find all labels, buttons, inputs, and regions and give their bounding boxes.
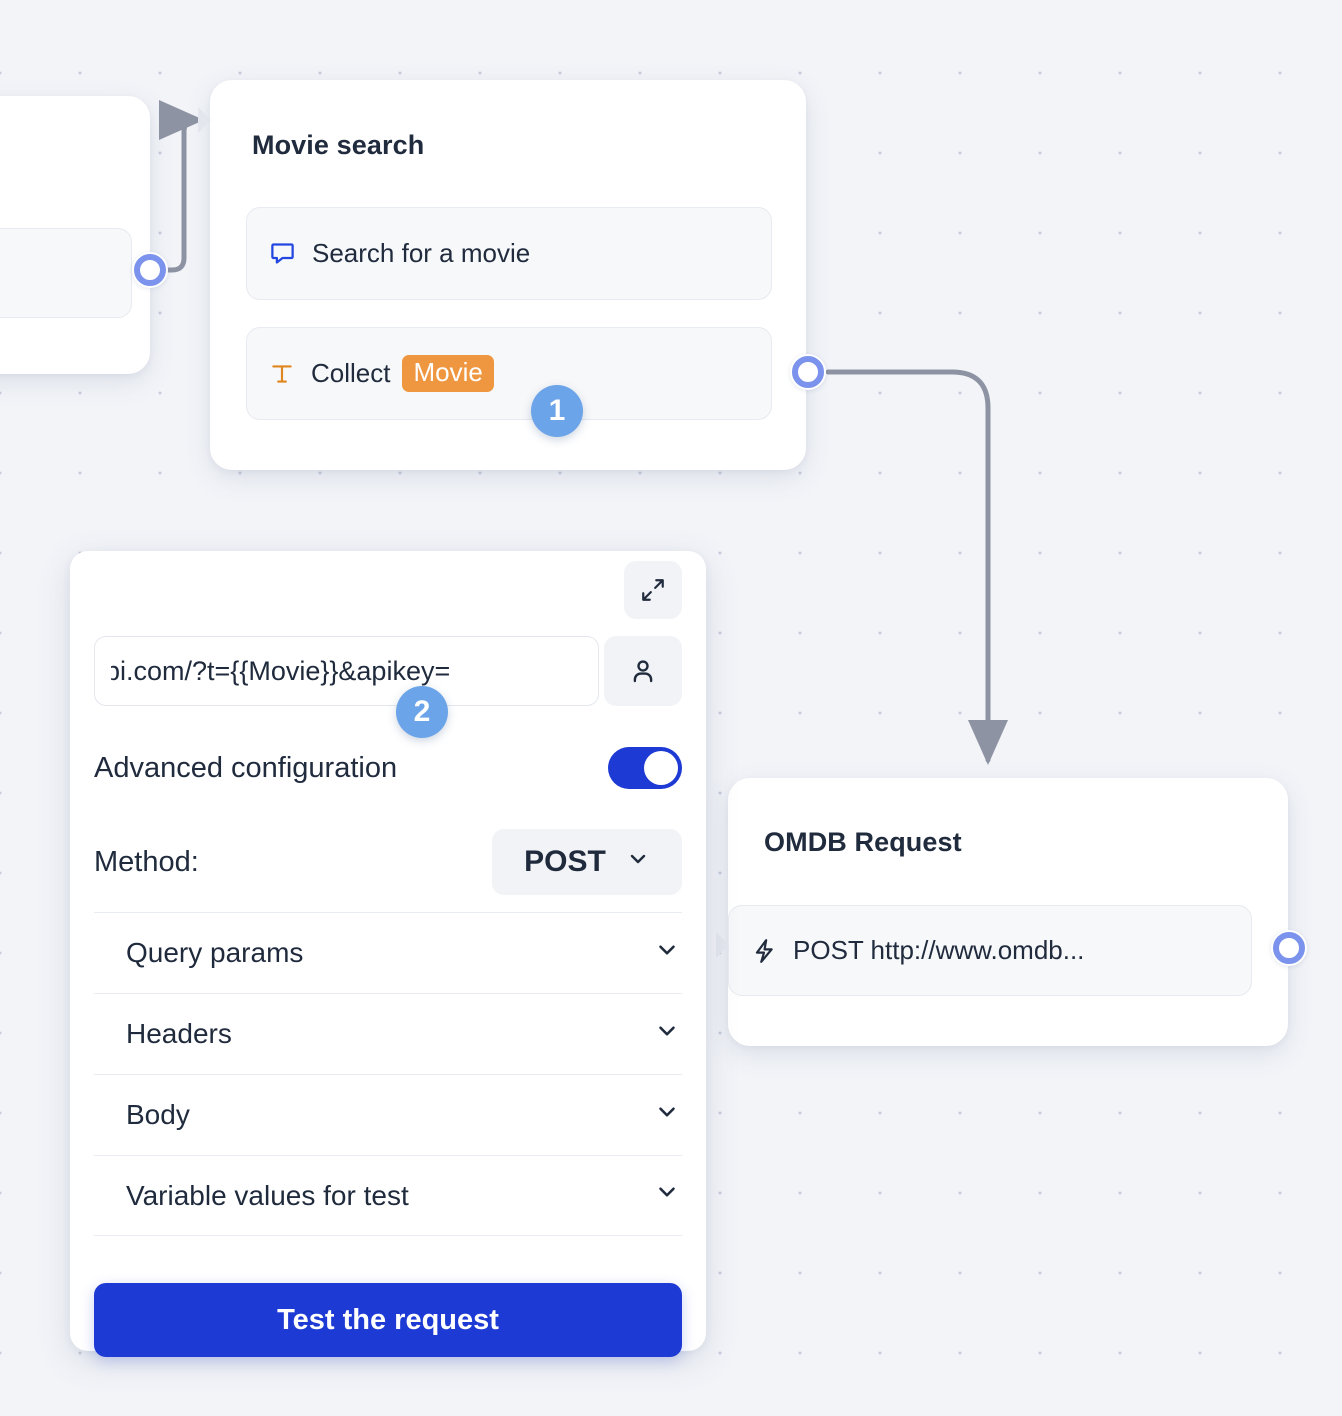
omdb-request-title: OMDB Request: [764, 827, 962, 857]
request-url-input[interactable]: [94, 636, 599, 706]
method-label: Method:: [94, 845, 199, 878]
port-movie-search-output[interactable]: [790, 354, 826, 390]
accordion-headers-label: Headers: [126, 1018, 232, 1049]
accordion-list: Query params Headers Body: [94, 912, 682, 1236]
omdb-request-row-label: POST http://www.omdb...: [793, 935, 1085, 965]
chevron-down-icon: [654, 1018, 680, 1051]
accordion-query-params[interactable]: Query params: [94, 912, 682, 993]
accordion-query-params-label: Query params: [126, 937, 304, 968]
advanced-configuration-toggle[interactable]: [608, 747, 682, 789]
speech-bubble-icon: [269, 240, 296, 267]
accordion-headers[interactable]: Headers: [94, 993, 682, 1074]
lightning-bolt-icon: [751, 937, 777, 965]
port-movie-search-input: [198, 107, 211, 133]
port-previous-step-output[interactable]: [132, 252, 168, 288]
expand-button[interactable]: [624, 561, 682, 619]
movie-search-row-collect[interactable]: Collect Movie: [246, 327, 772, 420]
step-badge-1: 1: [531, 385, 583, 437]
movie-search-title: Movie search: [252, 130, 425, 160]
chevron-down-icon: [654, 937, 680, 970]
accordion-variable-values[interactable]: Variable values for test: [94, 1155, 682, 1236]
chevron-down-icon: [626, 845, 650, 879]
edge-start-to-movie-search: [149, 100, 204, 273]
accordion-variable-values-label: Variable values for test: [126, 1179, 409, 1211]
node-previous-step[interactable]: [0, 96, 150, 374]
advanced-configuration-row: Advanced configuration: [94, 747, 682, 789]
user-auth-button[interactable]: [604, 636, 682, 706]
method-select-value: POST: [524, 845, 606, 878]
node-omdb-request[interactable]: OMDB Request POST http://www.omdb...: [728, 778, 1288, 1046]
accordion-body-label: Body: [126, 1099, 190, 1130]
omdb-request-row[interactable]: POST http://www.omdb...: [728, 905, 1252, 996]
request-config-panel[interactable]: Advanced configuration Method: POST Quer…: [70, 551, 706, 1351]
step-badge-2: 2: [396, 686, 448, 738]
chevron-down-icon: [654, 1099, 680, 1132]
port-omdb-request-output[interactable]: [1271, 930, 1307, 966]
method-select[interactable]: POST: [492, 829, 682, 895]
advanced-configuration-label: Advanced configuration: [94, 751, 398, 784]
node-movie-search[interactable]: Movie search Search for a movie Collect …: [210, 80, 806, 470]
chevron-down-icon: [654, 1179, 680, 1212]
variable-pill-movie[interactable]: Movie: [402, 354, 494, 393]
text-format-icon: [269, 361, 295, 387]
movie-search-row-search-label: Search for a movie: [312, 238, 531, 268]
edge-movie-search-to-omdb: [825, 369, 1008, 765]
accordion-body[interactable]: Body: [94, 1074, 682, 1155]
movie-search-row-collect-label: Collect Movie: [311, 354, 494, 393]
test-request-button[interactable]: Test the request: [94, 1283, 682, 1357]
port-omdb-request-input: [716, 932, 729, 958]
expand-icon: [640, 577, 666, 603]
user-icon: [628, 656, 658, 686]
previous-step-row[interactable]: [0, 228, 132, 318]
movie-search-row-search[interactable]: Search for a movie: [246, 207, 772, 300]
method-row: Method: POST: [94, 829, 682, 895]
